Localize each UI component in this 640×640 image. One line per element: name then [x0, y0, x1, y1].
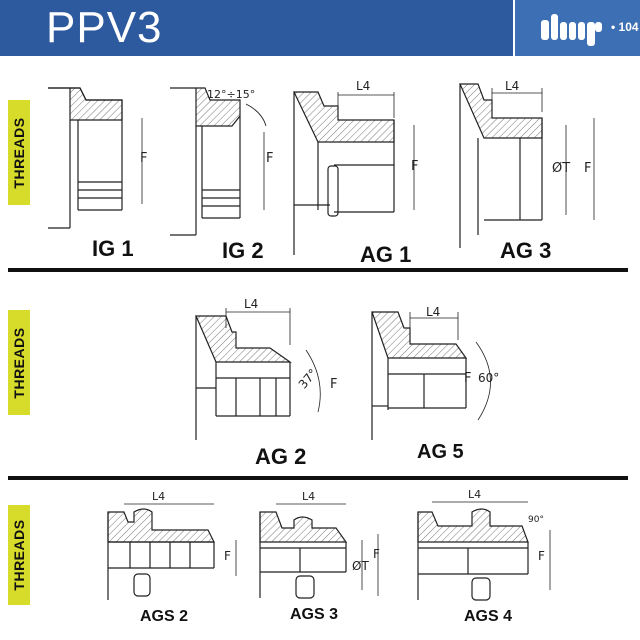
drawing-ag2	[195, 308, 321, 440]
brand-logo	[541, 14, 602, 46]
brand-box: • 104	[513, 0, 640, 56]
dim-l4-ag2: L4	[244, 297, 258, 311]
page-number: • 104	[611, 20, 639, 34]
dim-f-ags4: F	[538, 549, 545, 563]
dim-f-ags2: F	[224, 549, 231, 563]
page-header: PPV3 • 104	[0, 0, 640, 56]
drawing-ag3	[459, 83, 595, 248]
dim-f-ag3: F	[584, 161, 591, 176]
dim-t-ag3: ØT	[552, 161, 570, 176]
threads-label-2: THREADS	[8, 310, 30, 415]
drawing-ag1	[293, 91, 415, 255]
dim-l4-ags2: L4	[152, 490, 165, 503]
figure-label-ags4: AGS 4	[464, 608, 513, 625]
threads-label-3: THREADS	[8, 505, 30, 605]
dim-t-ags3: ØT	[352, 559, 369, 573]
dim-f-ig1: F	[140, 151, 147, 166]
drawing-ig1	[48, 87, 143, 229]
drawing-ags4	[417, 501, 551, 601]
dim-l4-ag1: L4	[356, 79, 370, 93]
dim-f-ag1: F	[411, 159, 418, 174]
drawing-ag5	[371, 311, 491, 440]
figure-label-ag3: AG 3	[500, 238, 552, 263]
drawing-ig2	[170, 87, 267, 236]
figure-label-ags3: AGS 3	[290, 606, 339, 623]
dim-f-ig2: F	[266, 151, 273, 166]
figure-label-ig1: IG 1	[92, 236, 134, 261]
dim-f-ag5: F	[464, 371, 471, 386]
page-title: PPV3	[46, 3, 163, 52]
section-divider-2	[8, 476, 628, 480]
figure-label-ig2: IG 2	[222, 238, 264, 263]
dim-f-ags3: F	[373, 547, 380, 561]
dim-l4-ags4: L4	[468, 488, 481, 501]
figure-label-ag2: AG 2	[255, 444, 307, 469]
figure-label-ags2: AGS 2	[140, 608, 189, 625]
figure-label-ag5: AG 5	[417, 441, 464, 463]
dim-l4-ag5: L4	[426, 305, 440, 319]
dim-angle-ag5: 60°	[478, 371, 499, 385]
figure-label-ag1: AG 1	[360, 242, 412, 267]
dim-l4-ag3: L4	[505, 79, 519, 93]
threads-label-1: THREADS	[8, 100, 30, 205]
dim-angle-ig2: 12°÷15°	[207, 88, 255, 101]
section-divider-1	[8, 268, 628, 272]
dim-f-ag2: F	[330, 377, 337, 392]
dim-angle-ags4: 90°	[528, 515, 544, 525]
dim-l4-ags3: L4	[302, 490, 315, 503]
drawing-ags2	[107, 503, 237, 600]
drawing-ags3	[259, 503, 379, 599]
